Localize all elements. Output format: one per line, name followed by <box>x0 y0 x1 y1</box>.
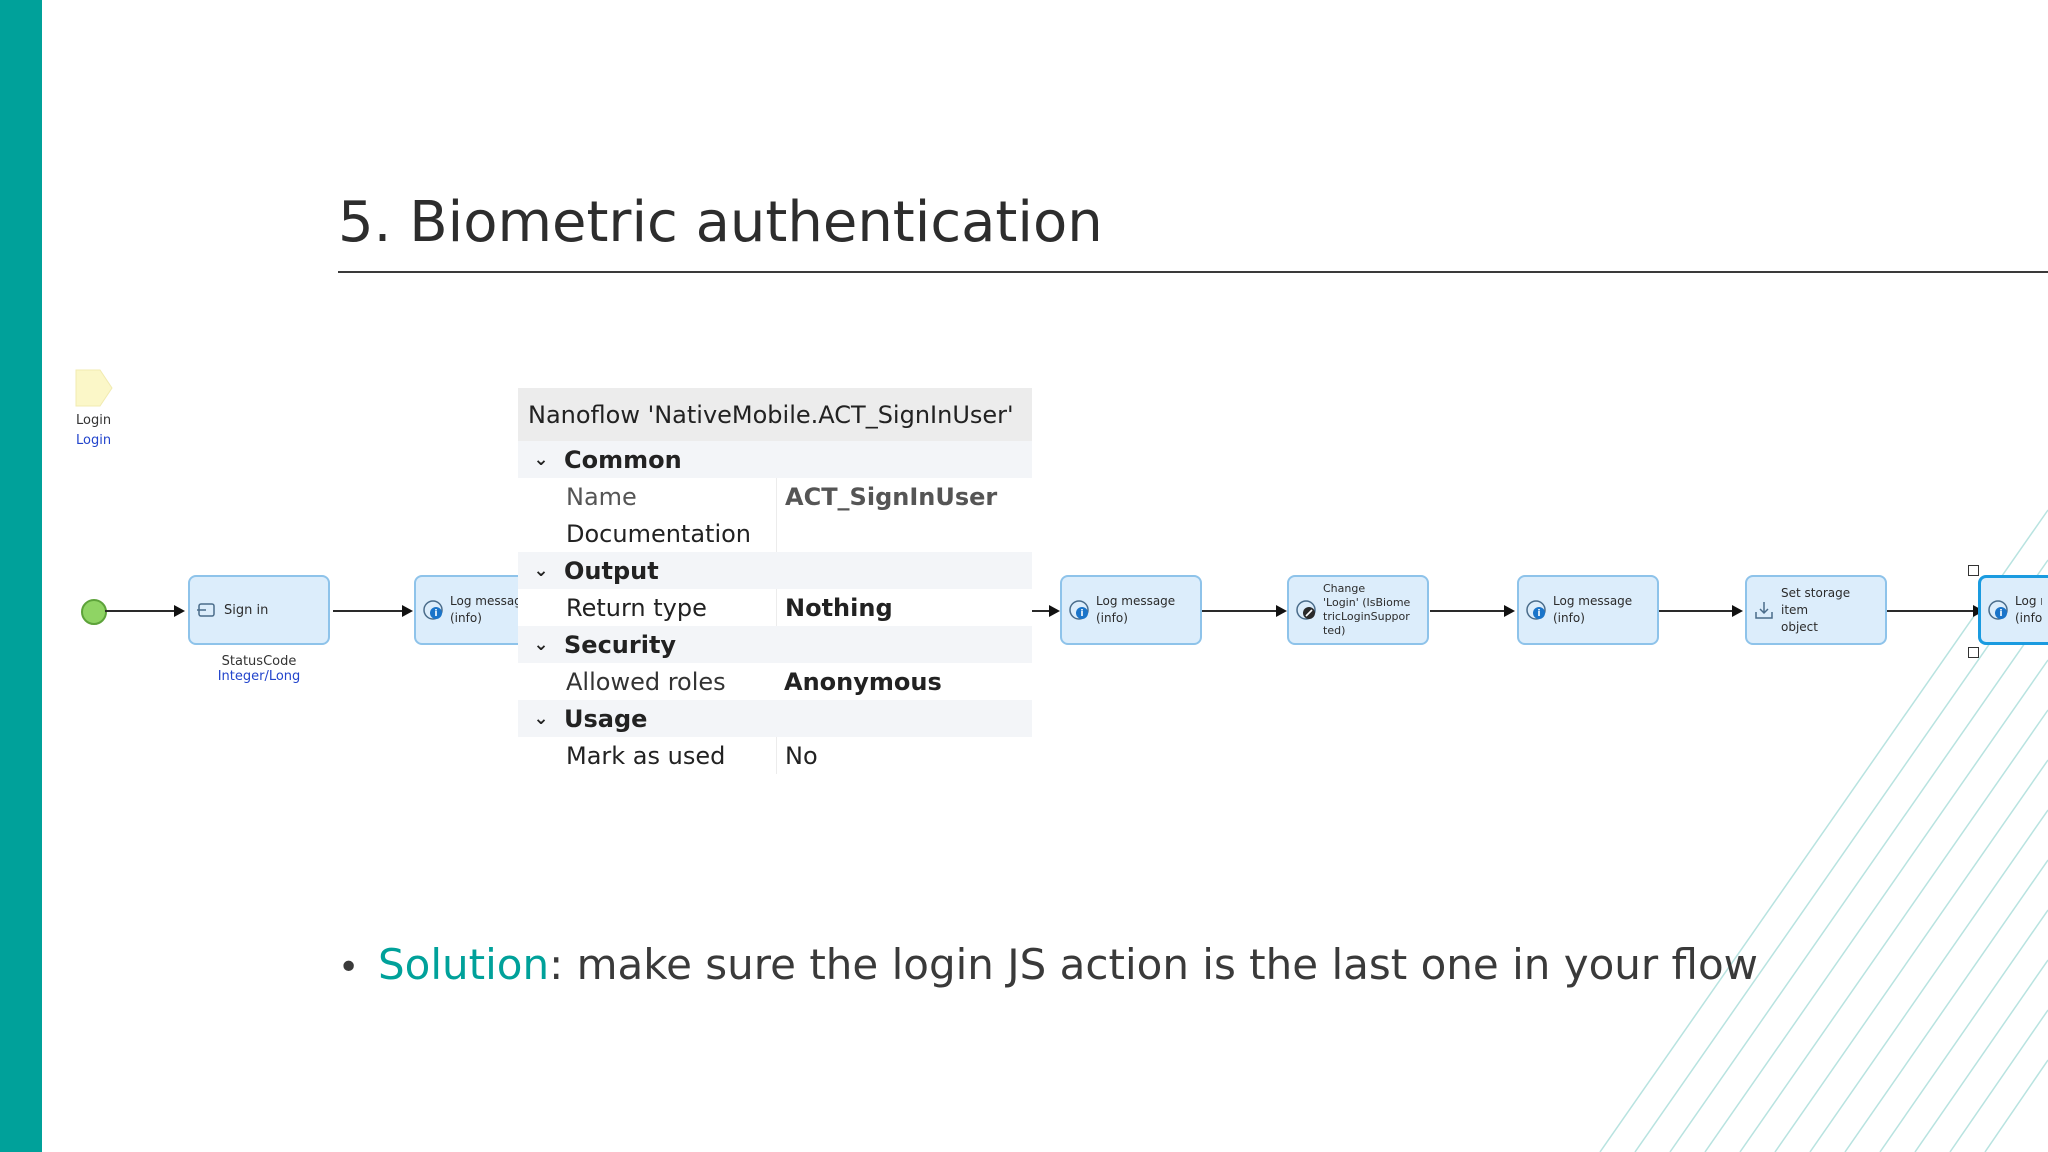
accent-bar <box>0 0 42 1152</box>
category-label: Security <box>564 630 677 659</box>
property-row-return-type[interactable]: Return type Nothing <box>518 589 1032 626</box>
activity-sublabel: 'Login' (IsBiome <box>1323 596 1411 609</box>
property-name: Name <box>566 482 637 511</box>
storage-icon <box>1755 602 1773 619</box>
arrowhead-icon <box>1504 605 1515 617</box>
activity-log-message[interactable]: Log message (info) <box>1060 575 1202 645</box>
arrowhead-icon <box>1732 605 1743 617</box>
arrowhead-icon <box>402 605 413 617</box>
property-name: Return type <box>566 593 707 622</box>
javascript-action-icon <box>197 603 215 617</box>
activity-sublabel: (info) <box>2015 611 2042 625</box>
activity-label: Sign in <box>224 602 269 618</box>
start-event[interactable] <box>81 599 107 625</box>
property-value[interactable]: Nothing <box>776 589 1032 626</box>
title-divider <box>338 271 2048 273</box>
nanoflow-parameter[interactable]: Login Login <box>70 368 170 448</box>
connector <box>1032 610 1050 612</box>
activity-label: Set storage item <box>1781 585 1851 617</box>
category-usage[interactable]: ⌄ Usage <box>518 700 1032 737</box>
property-row-name[interactable]: Name ACT_SignInUser <box>518 478 1032 515</box>
activity-change-object[interactable]: Change 'Login' (IsBiome tricLoginSuppor … <box>1287 575 1429 645</box>
property-name: Documentation <box>566 519 752 548</box>
property-row-documentation[interactable]: Documentation <box>518 515 1032 552</box>
activity-output: StatusCode Integer/Long <box>188 654 330 684</box>
log-info-icon <box>1526 600 1546 620</box>
property-name: Allowed roles <box>566 667 726 696</box>
log-info-icon <box>423 600 443 620</box>
log-info-icon <box>1069 600 1089 620</box>
connector <box>1657 610 1733 612</box>
activity-sublabel: (info) <box>1553 611 1585 625</box>
activity-label: Log messag <box>450 594 522 608</box>
property-value[interactable]: No <box>776 737 1032 774</box>
activity-sublabel: (info) <box>1096 611 1128 625</box>
parameter-icon <box>75 369 113 407</box>
category-security[interactable]: ⌄ Security <box>518 626 1032 663</box>
output-variable-type: Integer/Long <box>217 669 301 684</box>
category-label: Usage <box>564 704 648 733</box>
arrowhead-icon <box>1276 605 1287 617</box>
bullet-keyword: Solution <box>378 940 550 989</box>
activity-sign-in[interactable]: Sign in <box>188 575 330 645</box>
connector <box>105 610 175 612</box>
activity-sublabel: object <box>1781 619 1818 634</box>
properties-header: Nanoflow 'NativeMobile.ACT_SignInUser' <box>518 388 1032 441</box>
property-value[interactable] <box>776 515 1032 552</box>
chevron-down-icon[interactable]: ⌄ <box>533 449 549 470</box>
activity-log-message[interactable]: Log message (info) <box>1517 575 1659 645</box>
connector <box>1202 610 1277 612</box>
decorative-lines <box>1599 509 2048 1152</box>
selection-handle[interactable] <box>1968 647 1979 658</box>
solution-bullet: • Solution: make sure the login JS action… <box>338 940 1758 989</box>
property-name: Mark as used <box>566 741 726 770</box>
output-variable-name: StatusCode <box>221 654 297 669</box>
category-label: Common <box>564 445 682 474</box>
property-value[interactable]: Anonymous <box>784 667 942 696</box>
chevron-down-icon[interactable]: ⌄ <box>533 708 549 729</box>
properties-panel: Nanoflow 'NativeMobile.ACT_SignInUser' ⌄… <box>518 388 1032 778</box>
parameter-type: Login <box>76 433 112 448</box>
chevron-down-icon[interactable]: ⌄ <box>533 560 549 581</box>
property-value[interactable]: ACT_SignInUser <box>776 478 1032 515</box>
change-object-icon <box>1296 600 1316 620</box>
activity-label: Log message <box>1096 594 1176 608</box>
activity-sublabel: tricLoginSuppor <box>1323 610 1410 623</box>
slide-title: 5. Biometric authentication <box>338 190 1103 255</box>
parameter-name: Login <box>76 413 112 428</box>
activity-log-message-selected[interactable]: Log m (info) <box>1978 575 2048 645</box>
arrowhead-icon <box>174 605 185 617</box>
log-info-icon <box>1988 600 2008 620</box>
activity-sublabel: ted) <box>1323 624 1346 637</box>
activity-label: Log m <box>2015 594 2042 608</box>
category-output[interactable]: ⌄ Output <box>518 552 1032 589</box>
activity-set-storage-item[interactable]: Set storage item object <box>1745 575 1887 645</box>
property-row-mark-as-used[interactable]: Mark as used No <box>518 737 1032 774</box>
property-row-allowed-roles[interactable]: Allowed roles Anonymous <box>518 663 1032 700</box>
connector <box>1886 610 1974 612</box>
category-common[interactable]: ⌄ Common <box>518 441 1032 478</box>
category-label: Output <box>564 556 659 585</box>
activity-label: Log message <box>1553 594 1633 608</box>
activity-label: Change <box>1323 582 1366 595</box>
bullet-text: : make sure the login JS action is the l… <box>549 940 1759 989</box>
arrowhead-icon <box>1049 605 1060 617</box>
activity-sublabel: (info) <box>450 611 482 625</box>
chevron-down-icon[interactable]: ⌄ <box>533 634 549 655</box>
selection-handle[interactable] <box>1968 565 1979 576</box>
bullet-icon: • <box>338 947 360 988</box>
connector <box>333 610 403 612</box>
connector <box>1430 610 1505 612</box>
